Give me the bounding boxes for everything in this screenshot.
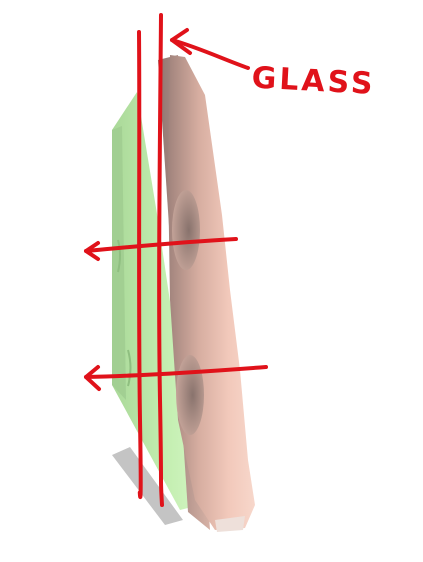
ground-shadow (112, 447, 183, 525)
upper-arrow-head (84, 241, 100, 261)
glass-arrow (170, 38, 250, 70)
glass-label: GLASS (251, 61, 376, 102)
glass-arrow-head (170, 28, 192, 55)
lower-arrow-head (84, 365, 101, 391)
lower-horizontal-arrow (84, 365, 268, 379)
upper-horizontal-arrow (84, 237, 238, 253)
peach-front-panel (158, 55, 255, 532)
vertical-line-right (157, 13, 164, 507)
vertical-line-left (137, 30, 143, 499)
red-annotations (84, 13, 268, 507)
